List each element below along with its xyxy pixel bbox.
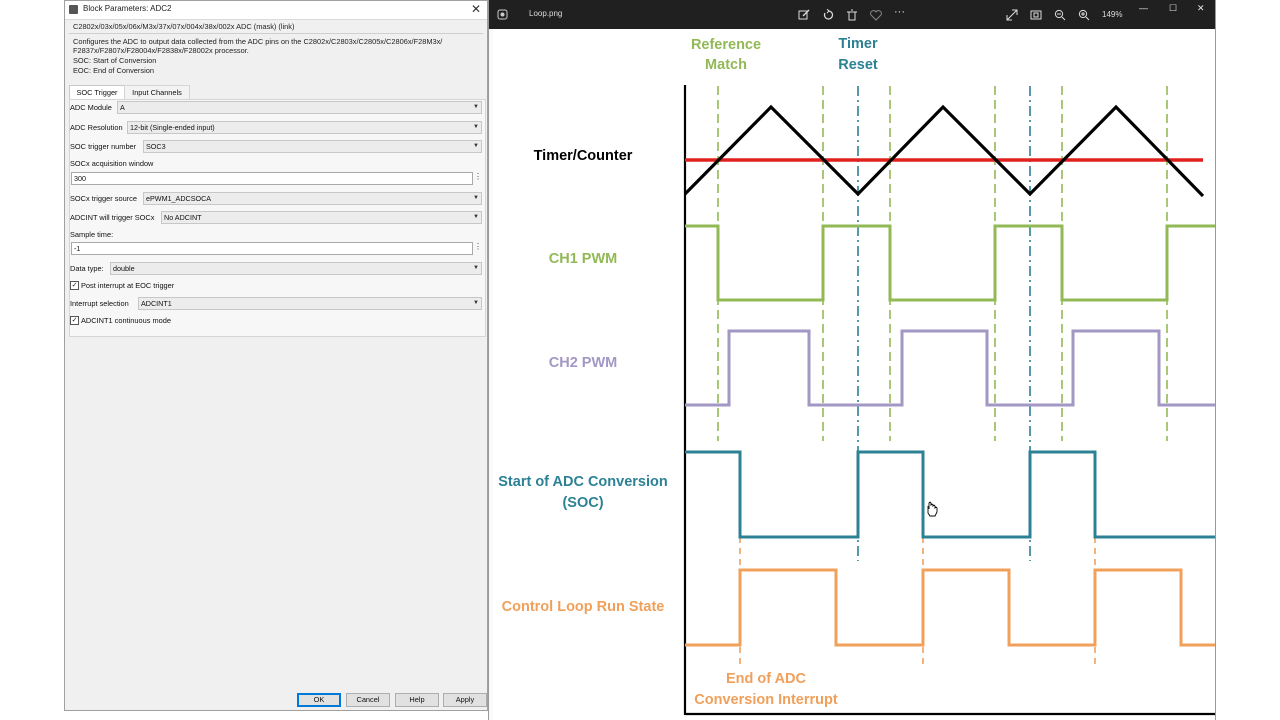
interrupt-selection-label: Interrupt selection bbox=[70, 299, 129, 308]
socx-trigger-source-value: ePWM1_ADCSOCA bbox=[146, 194, 212, 203]
chevron-down-icon: ▼ bbox=[473, 214, 479, 220]
ch1-pwm-label: CH1 PWM bbox=[548, 251, 618, 267]
divider bbox=[69, 33, 483, 34]
eoc-label-line1: End of ADC bbox=[725, 671, 806, 687]
close-icon[interactable]: ✕ bbox=[1197, 3, 1205, 13]
adcint-trigger-select[interactable]: No ADCINT ▼ bbox=[161, 211, 482, 224]
adcint-trigger-value: No ADCINT bbox=[164, 213, 202, 222]
interrupt-selection-value: ADCINT1 bbox=[141, 299, 172, 308]
adc-module-label: ADC Module bbox=[70, 103, 112, 112]
post-interrupt-checkbox[interactable]: ✓ bbox=[70, 281, 79, 290]
maximize-icon[interactable]: ☐ bbox=[1169, 3, 1178, 13]
interrupt-selection-select[interactable]: ADCINT1 ▼ bbox=[138, 297, 482, 310]
edit-icon[interactable] bbox=[798, 9, 810, 21]
reference-label-line2: Match bbox=[705, 57, 747, 73]
chevron-down-icon: ▼ bbox=[473, 104, 479, 110]
soc-trigger-number-value: SOC3 bbox=[146, 142, 166, 151]
description-line-3: SOC: Start of Conversion bbox=[73, 56, 157, 65]
hand-cursor-icon bbox=[927, 501, 938, 517]
zoom-in-icon[interactable] bbox=[1078, 9, 1090, 21]
delete-icon[interactable] bbox=[846, 9, 858, 21]
adc-resolution-select[interactable]: 12-bit (Single-ended input) ▼ bbox=[127, 121, 482, 134]
soc-label-line1: Start of ADC Conversion bbox=[498, 474, 668, 490]
zoom-out-icon[interactable] bbox=[1054, 9, 1066, 21]
ok-button[interactable]: OK bbox=[297, 693, 341, 707]
control-loop-label: Control Loop Run State bbox=[501, 599, 665, 615]
description-line-2: F2837x/F2807x/F28004x/F2838x/F28002x pro… bbox=[73, 46, 249, 55]
adc-module-select[interactable]: A ▼ bbox=[117, 101, 482, 114]
reference-label-line1: Reference bbox=[690, 37, 762, 53]
apply-button[interactable]: Apply bbox=[443, 693, 487, 707]
fullscreen-icon[interactable] bbox=[1006, 9, 1018, 21]
ch2-pwm-waveform bbox=[685, 329, 1215, 407]
reference-match-guides bbox=[717, 86, 1168, 441]
chevron-down-icon: ▼ bbox=[473, 143, 479, 149]
more-options-icon[interactable]: ⋮ bbox=[474, 172, 482, 181]
timer-counter-waveform bbox=[683, 104, 1205, 198]
fit-icon[interactable] bbox=[1030, 9, 1042, 21]
chevron-down-icon: ▼ bbox=[473, 124, 479, 130]
cancel-button[interactable]: Cancel bbox=[346, 693, 390, 707]
sample-time-label: Sample time: bbox=[70, 230, 114, 239]
tab-input-channels[interactable]: Input Channels bbox=[124, 85, 190, 100]
minimize-icon[interactable]: — bbox=[1139, 3, 1148, 13]
eoc-guides bbox=[739, 537, 1096, 669]
soc-label-line2: (SOC) bbox=[562, 495, 604, 511]
adc-resolution-label: ADC Resolution bbox=[70, 123, 123, 132]
ch2-pwm-label: CH2 PWM bbox=[548, 355, 618, 371]
adc-module-value: A bbox=[120, 103, 125, 112]
block-parameters-dialog: Block Parameters: ADC2 ✕ C2802x/03x/05x/… bbox=[64, 0, 488, 711]
timer-reset-label-line2: Reset bbox=[838, 57, 878, 73]
chevron-down-icon: ▼ bbox=[473, 265, 479, 271]
socx-acquisition-window-label: SOCx acquisition window bbox=[70, 159, 154, 168]
post-interrupt-label: Post interrupt at EOC trigger bbox=[81, 281, 175, 290]
data-type-label: Data type: bbox=[70, 264, 104, 273]
dialog-title: Block Parameters: ADC2 bbox=[83, 4, 172, 13]
socx-trigger-source-select[interactable]: ePWM1_ADCSOCA ▼ bbox=[143, 192, 482, 205]
data-type-select[interactable]: double ▼ bbox=[110, 262, 482, 275]
data-type-value: double bbox=[113, 264, 135, 273]
socx-trigger-source-label: SOCx trigger source bbox=[70, 194, 137, 203]
adcint-trigger-label: ADCINT will trigger SOCx bbox=[70, 213, 155, 222]
continuous-mode-label: ADCINT1 continuous mode bbox=[81, 316, 171, 325]
file-name: Loop.png bbox=[529, 9, 563, 18]
photos-viewer-window: Loop.png ··· 149% — ☐ ✕ bbox=[488, 0, 1216, 720]
description-line-1: Configures the ADC to output data collec… bbox=[73, 37, 443, 46]
dialog-title-bar: Block Parameters: ADC2 ✕ bbox=[65, 1, 487, 20]
timer-counter-label: Timer/Counter bbox=[533, 148, 633, 164]
image-canvas: Reference Match Timer Reset Timer/Counte… bbox=[493, 29, 1215, 720]
dialog-close-icon[interactable]: ✕ bbox=[471, 2, 482, 16]
sample-time-input[interactable]: -1 bbox=[71, 242, 473, 255]
soc-waveform bbox=[685, 450, 1215, 539]
continuous-mode-checkbox[interactable]: ✓ bbox=[70, 316, 79, 325]
eoc-label-line2: Conversion Interrupt bbox=[694, 692, 838, 708]
block-header: C2802x/03x/05x/06x/M3x/37x/07x/004x/38x/… bbox=[73, 22, 295, 31]
help-button[interactable]: Help bbox=[395, 693, 439, 707]
photos-app-icon bbox=[497, 9, 508, 20]
chevron-down-icon: ▼ bbox=[473, 300, 479, 306]
soc-trigger-number-label: SOC trigger number bbox=[70, 142, 137, 151]
timer-reset-label-line1: Timer bbox=[838, 36, 878, 52]
soc-trigger-number-select[interactable]: SOC3 ▼ bbox=[143, 140, 482, 153]
adc-resolution-value: 12-bit (Single-ended input) bbox=[130, 123, 215, 132]
control-loop-waveform bbox=[685, 568, 1215, 647]
more-options-icon[interactable]: ⋮ bbox=[474, 242, 482, 251]
favorite-icon[interactable] bbox=[870, 9, 882, 21]
timing-diagram bbox=[683, 85, 1215, 716]
socx-acquisition-window-input[interactable]: 300 bbox=[71, 172, 473, 185]
matlab-icon bbox=[69, 5, 78, 14]
ch1-pwm-waveform bbox=[685, 224, 1215, 302]
rotate-icon[interactable] bbox=[822, 9, 834, 21]
timer-reset-guides bbox=[857, 86, 1031, 561]
chevron-down-icon: ▼ bbox=[473, 195, 479, 201]
viewer-toolbar: Loop.png ··· 149% — ☐ ✕ bbox=[489, 0, 1215, 29]
description-line-4: EOC: End of Conversion bbox=[73, 66, 154, 75]
more-icon[interactable]: ··· bbox=[894, 6, 905, 18]
zoom-level: 149% bbox=[1102, 10, 1123, 19]
